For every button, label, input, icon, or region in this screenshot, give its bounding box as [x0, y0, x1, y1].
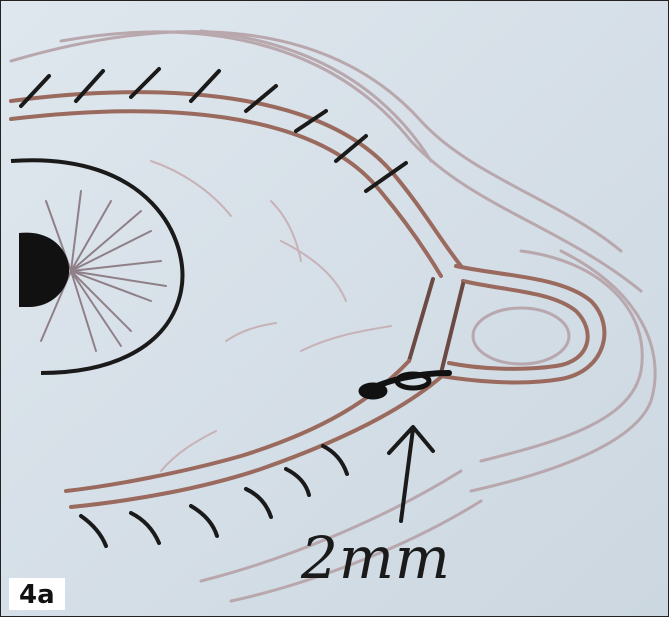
panel-label: 4a [9, 578, 65, 610]
measurement-label: 2mm [301, 529, 451, 587]
